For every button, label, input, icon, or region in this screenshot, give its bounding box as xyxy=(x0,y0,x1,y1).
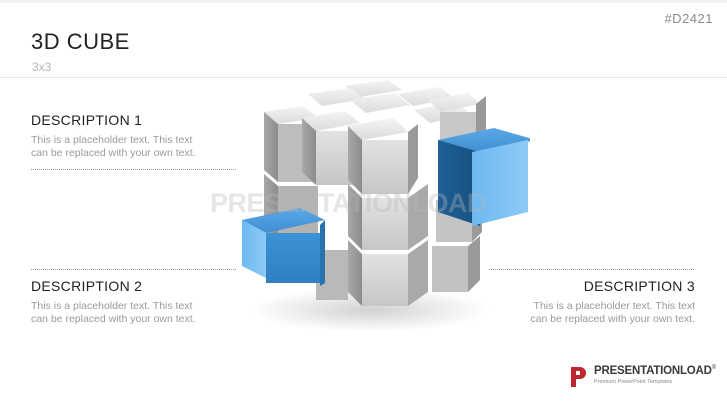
cube-illustration xyxy=(242,80,530,332)
description-1-text-line2: can be replaced with your own text. xyxy=(31,147,196,159)
blue-cube-right xyxy=(438,128,530,226)
logo-name: PRESENTATIONLOAD® xyxy=(594,365,716,377)
description-2-text-line1: This is a placeholder text. This text xyxy=(31,300,193,312)
cube-shadow xyxy=(250,288,490,332)
logo-registered: ® xyxy=(711,365,716,372)
slide-subtitle: 3x3 xyxy=(32,60,52,74)
description-2-title: DESCRIPTION 2 xyxy=(31,278,143,294)
description-1-text-line1: This is a placeholder text. This text xyxy=(31,134,193,146)
description-3-text-line2: can be replaced with your own text. xyxy=(530,313,695,325)
description-3-text-line1: This is a placeholder text. This text xyxy=(533,300,695,312)
watermark: PRESENTATIONLOAD xyxy=(210,188,487,218)
slide-title: 3D CUBE xyxy=(31,29,130,54)
slide-id: #D2421 xyxy=(664,11,713,26)
description-1-divider xyxy=(31,169,236,170)
description-1-title: DESCRIPTION 1 xyxy=(31,112,143,128)
description-2-divider xyxy=(31,269,236,270)
logo-name-light: LOAD xyxy=(679,365,712,377)
cube-center-column xyxy=(316,184,480,306)
description-1-text: This is a placeholder text. This text ca… xyxy=(31,134,241,160)
logo-mark-icon xyxy=(571,367,586,387)
description-3-text: This is a placeholder text. This text ca… xyxy=(485,300,695,326)
description-3-title: DESCRIPTION 3 xyxy=(583,278,695,294)
description-3-divider xyxy=(489,269,694,270)
logo-name-bold: PRESENTATION xyxy=(594,365,680,377)
header-separator xyxy=(0,77,727,78)
description-2-text-line2: can be replaced with your own text. xyxy=(31,313,196,325)
cube-top-front-row xyxy=(302,111,418,194)
presentationload-logo: PRESENTATIONLOAD® Premium PowerPoint Tem… xyxy=(568,365,718,395)
cube-top-back-row xyxy=(308,80,470,123)
logo-tagline: Premium PowerPoint Templates xyxy=(594,379,673,385)
top-border xyxy=(0,0,727,3)
blue-cube-left xyxy=(242,208,325,286)
description-2-text: This is a placeholder text. This text ca… xyxy=(31,300,241,326)
